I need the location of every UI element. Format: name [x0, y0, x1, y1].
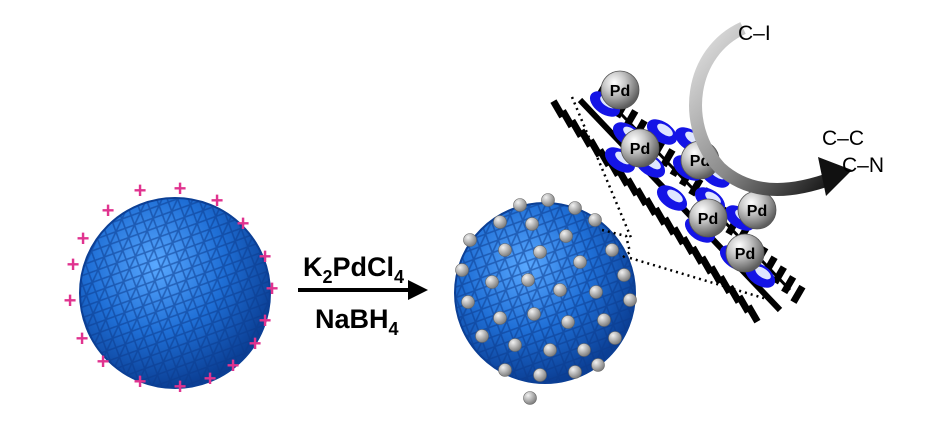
plus-charge-icon: + — [64, 288, 77, 313]
ligand-tooth — [660, 148, 676, 168]
plus-charge-icon: + — [211, 188, 224, 213]
reagent-top: K2PdCl4 — [303, 252, 404, 287]
ligand-tooth — [688, 177, 704, 197]
ligand-tooth — [781, 275, 797, 295]
pd-dot — [508, 338, 522, 352]
plus-charge-icon: + — [249, 331, 262, 356]
plus-charge-icon: + — [97, 349, 110, 374]
pd-dot — [498, 363, 512, 377]
pd-dot — [461, 295, 475, 309]
pd-dot — [553, 283, 567, 297]
zoom-outline — [570, 96, 771, 302]
pd-dot — [589, 285, 603, 299]
pd-label: Pd — [735, 246, 755, 263]
plus-charge-icon: + — [237, 211, 250, 236]
pd-dot — [498, 243, 512, 257]
reaction-arrow — [298, 280, 428, 300]
plus-charge-icon: + — [204, 366, 217, 391]
pd-nanoparticle-icon: Pd — [620, 128, 660, 168]
pd-dot — [523, 391, 537, 405]
pd-dot — [588, 213, 602, 227]
pd-label: Pd — [610, 83, 630, 100]
pd-dot — [543, 343, 557, 357]
pd-nanoparticle-icon: Pd — [725, 233, 765, 273]
plus-charge-icon: + — [174, 374, 187, 399]
pd-dot — [568, 365, 582, 379]
plus-charge-icon: + — [259, 308, 272, 333]
plus-charge-icon: + — [134, 369, 147, 394]
pd-dot — [568, 201, 582, 215]
pd-dot — [475, 329, 489, 343]
ligand-tooth — [745, 304, 761, 324]
pd-dot — [493, 311, 507, 325]
plus-charge-icon: + — [76, 326, 89, 351]
plus-charge-icon: + — [174, 176, 187, 201]
pd-dot — [493, 215, 507, 229]
pd-dot — [463, 233, 477, 247]
pd-decorated-sphere — [454, 202, 636, 384]
pd-dot — [513, 198, 527, 212]
curved-arrow — [689, 22, 852, 196]
pd-dot — [561, 315, 575, 329]
reactant-label: C–I — [738, 22, 771, 45]
ligand-tooth — [790, 284, 806, 304]
macrocycle-ring — [656, 185, 688, 211]
plus-charge-icon: + — [67, 252, 80, 277]
pd-dot — [605, 243, 619, 257]
pd-label: Pd — [630, 141, 650, 158]
plus-charge-icon: + — [227, 353, 240, 378]
plus-charge-icon: + — [266, 276, 279, 301]
pd-nanoparticle-icon: Pd — [737, 190, 777, 230]
plus-charge-icon: + — [259, 244, 272, 269]
pd-dot — [541, 193, 555, 207]
pd-dot — [455, 263, 469, 277]
plus-charges: ++++++++++++++++++ — [64, 176, 279, 399]
pd-dot — [521, 273, 535, 287]
pd-dot — [533, 245, 547, 259]
pd-dot — [527, 307, 541, 321]
pd-dot — [577, 343, 591, 357]
plus-charge-icon: + — [134, 178, 147, 203]
pd-nanoparticle-icon: Pd — [600, 70, 640, 110]
pd-dot — [573, 255, 587, 269]
pd-dot — [591, 358, 605, 372]
plus-charge-icon: + — [77, 226, 90, 251]
pd-nanoparticle-icon: Pd — [688, 198, 728, 238]
product-label-cn: C–N — [842, 154, 884, 177]
pd-dot — [485, 275, 499, 289]
charged-sphere — [79, 197, 271, 389]
pd-dot — [608, 331, 622, 345]
pd-dot — [623, 293, 637, 307]
plus-charge-icon: + — [102, 198, 115, 223]
reagent-bottom: NaBH4 — [315, 304, 399, 339]
pd-dot — [525, 217, 539, 231]
pd-dot — [597, 313, 611, 327]
pd-label: Pd — [747, 203, 767, 220]
pd-dot — [533, 368, 547, 382]
ligand-tooth — [771, 265, 787, 285]
pd-label: Pd — [698, 211, 718, 228]
pd-dot — [559, 229, 573, 243]
pd-nanoparticles — [455, 193, 637, 405]
pd-dot — [617, 268, 631, 282]
product-label-cc: C–C — [822, 127, 864, 150]
